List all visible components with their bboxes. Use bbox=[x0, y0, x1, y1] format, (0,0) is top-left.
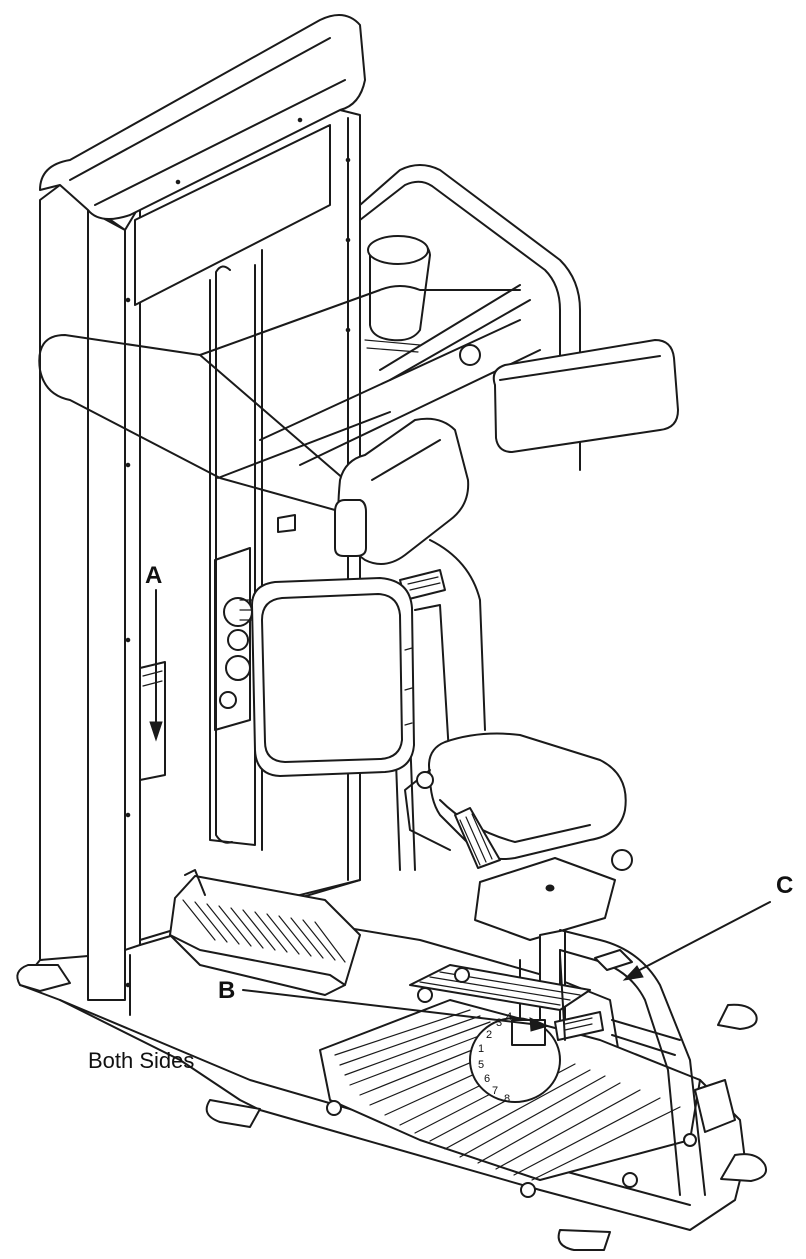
rotation-dial: 1 2 3 4 5 6 7 8 bbox=[469, 1011, 561, 1105]
dial-number: 2 bbox=[486, 1029, 492, 1041]
dial-number: 8 bbox=[504, 1093, 510, 1105]
dial-number: 1 bbox=[478, 1043, 484, 1055]
callout-b-leader bbox=[242, 989, 550, 1032]
callout-b-label: B bbox=[218, 977, 235, 1004]
upright-tower bbox=[39, 14, 366, 1016]
footrest bbox=[169, 869, 361, 996]
dial-number: 5 bbox=[478, 1059, 484, 1071]
placard-a bbox=[139, 661, 166, 781]
both-sides-note: Both Sides bbox=[88, 1048, 194, 1073]
dial-number: 4 bbox=[506, 1011, 512, 1023]
rear-frame bbox=[359, 164, 581, 471]
back-pad bbox=[251, 577, 415, 777]
callout-c-label: C bbox=[776, 872, 793, 899]
callout-a-label: A bbox=[145, 562, 162, 589]
serial-label bbox=[554, 1011, 604, 1041]
swivel-arch bbox=[559, 929, 736, 1196]
seat bbox=[404, 732, 633, 871]
dial-number: 7 bbox=[492, 1085, 498, 1097]
callout-a-leader bbox=[149, 589, 163, 742]
dial-number: 3 bbox=[496, 1017, 502, 1029]
callout-c-leader bbox=[622, 901, 771, 981]
dial-number: 6 bbox=[484, 1073, 490, 1085]
mechanism bbox=[214, 514, 486, 871]
arm-pads bbox=[334, 339, 679, 565]
